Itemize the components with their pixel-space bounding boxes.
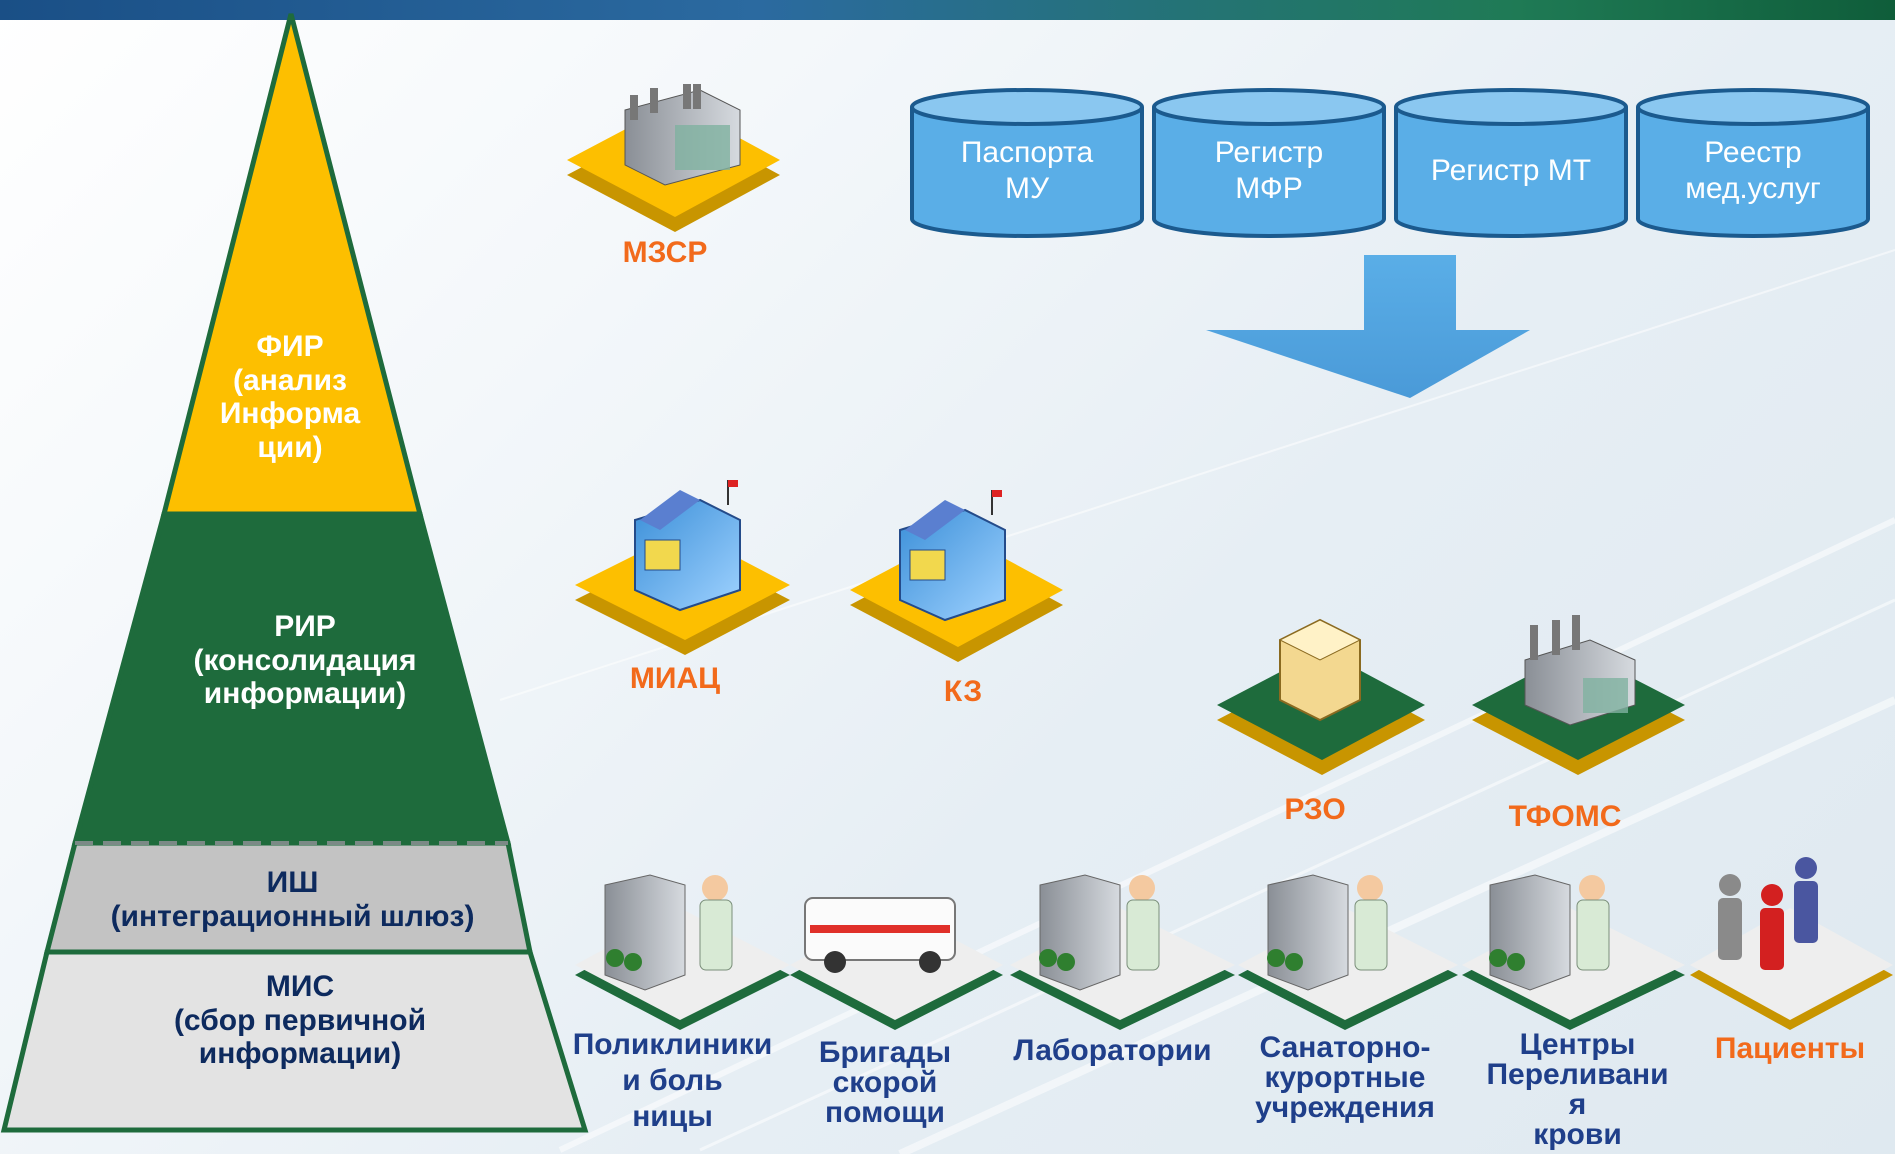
registry-cylinders — [910, 88, 1870, 238]
rzo-building-icon — [1217, 618, 1425, 775]
facility-patients-icon — [1690, 857, 1893, 1030]
facility-sanatoriums-icon — [1238, 874, 1458, 1030]
cylinder-passports — [910, 88, 1144, 238]
mzsr-label: МЗСР — [622, 236, 708, 269]
background-streaks — [499, 249, 1895, 1154]
rzo-label: РЗО — [1284, 793, 1346, 826]
top-banner — [0, 0, 1895, 20]
cylinder-mt — [1394, 88, 1628, 238]
facility-labs-label: Лаборатории — [1013, 1034, 1212, 1067]
pyramid-ish-label: ИШ(интеграционный шлюз) — [110, 866, 475, 933]
facility-labs-icon — [1010, 874, 1235, 1030]
tfoms-label: ТФОМС — [1508, 800, 1622, 833]
miac-label: МИАЦ — [629, 662, 721, 695]
kz-building-icon — [850, 490, 1063, 662]
facility-patients-label: Пациенты — [1714, 1032, 1866, 1065]
down-arrow-icon — [1206, 255, 1530, 398]
kz-label: КЗ — [943, 675, 983, 708]
facility-clinics-icon — [575, 874, 790, 1030]
facility-ambulance-icon — [790, 897, 1003, 1030]
cylinder-mfr — [1152, 88, 1386, 238]
mzsr-factory-icon — [567, 84, 780, 232]
pyramid — [0, 13, 589, 1133]
facility-blood-icon — [1462, 874, 1685, 1030]
miac-building-icon — [575, 480, 790, 655]
tfoms-factory-icon — [1472, 615, 1685, 775]
registry-mt-label: Регистр МТ — [1430, 154, 1592, 187]
cylinder-services — [1636, 88, 1870, 238]
